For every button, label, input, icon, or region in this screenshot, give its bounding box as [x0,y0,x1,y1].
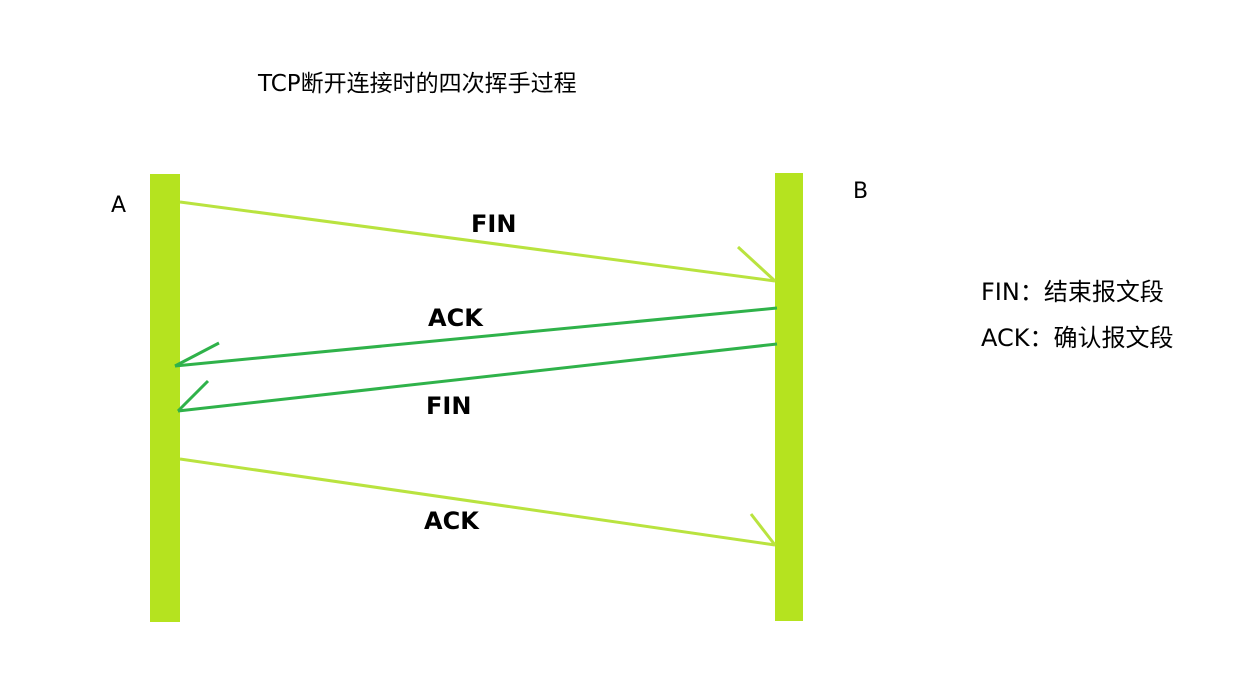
arrow-head [749,513,777,546]
message-ack-a-to-b [179,457,777,547]
legend-fin: FIN：结束报文段 [981,278,1164,306]
diagram-title: TCP断开连接时的四次挥手过程 [257,71,577,97]
node-a-label: A [111,193,126,218]
arrow-head [174,341,220,368]
arrow-line [177,342,778,413]
node-b-label: B [853,179,868,204]
message-fin-b-to-a [176,342,778,413]
arrow-head [176,379,210,413]
lifeline-b [775,173,803,621]
arrow-line [179,457,776,547]
message-label: FIN [471,210,516,238]
message-fin-a-to-b [179,200,777,283]
arrow-line [179,200,776,283]
message-label: ACK [424,507,480,535]
message-label: FIN [426,392,471,420]
message-label: ACK [428,304,484,332]
arrow-line [174,306,778,368]
arrow-head [736,245,777,283]
message-ack-b-to-a [174,306,778,368]
legend-ack: ACK：确认报文段 [981,324,1174,352]
lifeline-a [150,174,180,622]
